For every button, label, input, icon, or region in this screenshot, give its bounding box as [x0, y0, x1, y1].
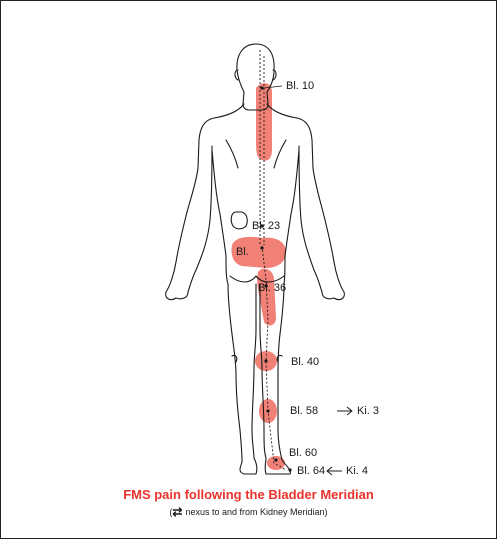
label-bl36: Bl. 36 — [258, 283, 286, 294]
bidirectional-arrow-icon: ⇄ — [172, 505, 182, 519]
left-leg-inner — [252, 284, 256, 458]
point-bl10 — [260, 86, 263, 89]
caption-title: FMS pain following the Bladder Meridian — [0, 487, 497, 502]
label-bl10: Bl. 10 — [286, 81, 314, 92]
point-bl60 — [274, 458, 277, 461]
arrow-ki4-to-bl64 — [327, 467, 342, 475]
left-hand — [166, 292, 188, 300]
label-bl58: Bl. 58 — [290, 406, 318, 417]
point-bl25 — [260, 246, 263, 249]
label-ki4: Ki. 4 — [346, 466, 368, 477]
point-bl40 — [264, 359, 267, 362]
subtitle-text: nexus to and from Kidney Meridian) — [185, 507, 327, 517]
right-hand — [322, 292, 344, 300]
label-bl25: Bl. — [236, 247, 249, 258]
label-bl64: Bl. 64 — [297, 466, 325, 477]
right-waist — [284, 150, 299, 284]
label-bl23: Bl. 23 — [252, 221, 280, 232]
scapula-left — [226, 140, 238, 168]
label-bl40: Bl. 40 — [291, 357, 319, 368]
left-waist — [212, 150, 228, 284]
arrow-bl58-to-ki3 — [337, 407, 352, 415]
kidney-outline — [231, 212, 247, 229]
pain-area-heel — [267, 456, 285, 470]
left-torso-outline — [166, 104, 244, 292]
label-ki3: Ki. 3 — [357, 406, 379, 417]
scapula-right — [274, 140, 286, 168]
right-inner-arm — [299, 146, 322, 292]
left-inner-arm — [188, 146, 212, 292]
label-bl60: Bl. 60 — [289, 448, 317, 459]
caption-subtitle: (⇄nexus to and from Kidney Meridian) — [0, 505, 497, 519]
point-bl64 — [288, 468, 291, 471]
point-bl58 — [266, 409, 269, 412]
